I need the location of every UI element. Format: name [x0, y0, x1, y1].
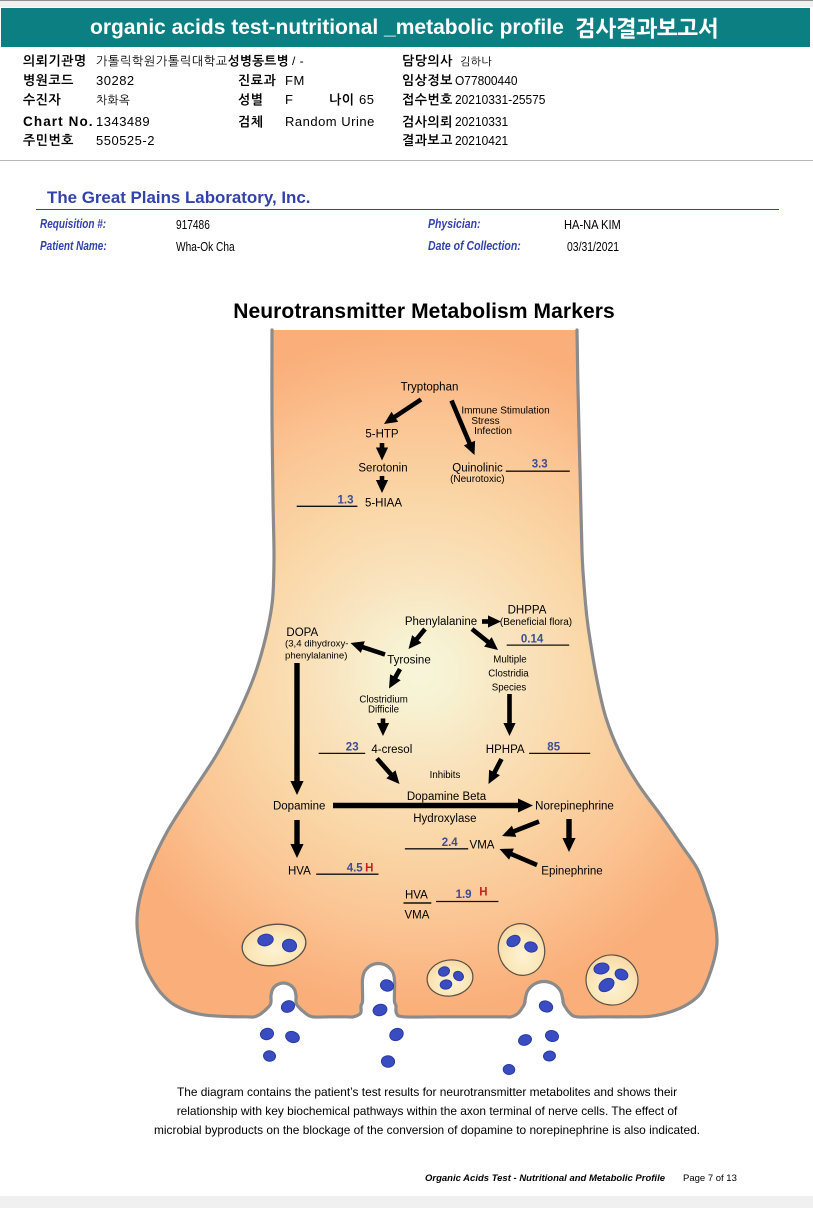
svg-text:DHPPA: DHPPA [508, 605, 547, 617]
svg-text:2.4: 2.4 [442, 837, 459, 849]
svg-text:1.3: 1.3 [338, 495, 354, 507]
svg-text:HPHPA: HPHPA [486, 744, 525, 756]
svg-text:Dopamine: Dopamine [273, 801, 325, 813]
svg-text:Serotonin: Serotonin [358, 463, 407, 475]
svg-text:Species: Species [492, 683, 527, 694]
svg-text:Hydroxylase: Hydroxylase [413, 813, 476, 825]
svg-text:VMA: VMA [470, 840, 495, 852]
svg-text:23: 23 [346, 742, 359, 754]
svg-text:Inhibits: Inhibits [430, 770, 461, 781]
svg-text:3.3: 3.3 [532, 459, 548, 471]
svg-text:Multiple: Multiple [493, 655, 526, 666]
svg-text:phenylalanine): phenylalanine) [285, 651, 347, 662]
svg-text:4.5: 4.5 [347, 863, 364, 875]
svg-text:Infection: Infection [474, 426, 512, 437]
svg-text:H: H [365, 863, 373, 875]
svg-text:4-cresol: 4-cresol [371, 744, 412, 756]
svg-text:Phenylalanine: Phenylalanine [405, 616, 477, 628]
svg-text:Stress: Stress [471, 416, 499, 427]
svg-text:(Neurotoxic): (Neurotoxic) [450, 474, 504, 485]
svg-text:5-HTP: 5-HTP [365, 429, 399, 441]
svg-text:85: 85 [547, 742, 560, 754]
svg-text:0.14: 0.14 [521, 634, 544, 646]
svg-text:Difficile: Difficile [368, 705, 399, 716]
svg-text:Clostridium: Clostridium [359, 695, 407, 706]
svg-text:Tyrosine: Tyrosine [387, 655, 430, 667]
svg-text:Immune Stimulation: Immune Stimulation [461, 406, 549, 417]
svg-text:HVA: HVA [405, 890, 428, 902]
svg-text:Norepinephrine: Norepinephrine [535, 801, 614, 813]
svg-text:DOPA: DOPA [286, 627, 318, 639]
svg-text:Quinolinic: Quinolinic [452, 463, 503, 475]
svg-text:(Beneficial flora): (Beneficial flora) [500, 617, 572, 628]
svg-text:HVA: HVA [288, 866, 311, 878]
svg-text:H: H [479, 887, 487, 899]
svg-text:Dopamine Beta: Dopamine Beta [407, 791, 487, 803]
svg-text:(3,4 dihydroxy-: (3,4 dihydroxy- [285, 639, 348, 650]
svg-text:1.9: 1.9 [456, 889, 472, 901]
svg-text:5-HIAA: 5-HIAA [365, 498, 402, 510]
svg-text:Epinephrine: Epinephrine [541, 866, 602, 878]
svg-text:Clostridia: Clostridia [488, 669, 529, 680]
svg-text:VMA: VMA [405, 910, 430, 922]
svg-text:Tryptophan: Tryptophan [401, 382, 459, 394]
